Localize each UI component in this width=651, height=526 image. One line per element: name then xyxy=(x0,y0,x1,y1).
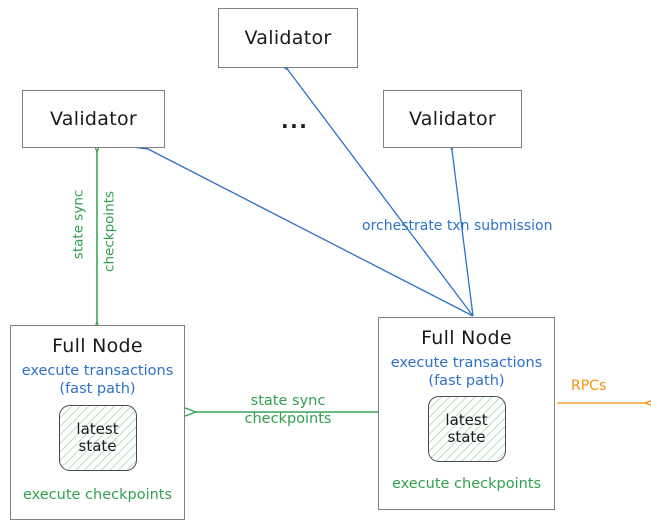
full-node-right-latest-state-line2: state xyxy=(447,428,486,447)
full-node-right-title: Full Node xyxy=(421,327,512,349)
full-node-left-latest-state-line2: state xyxy=(78,437,117,456)
state-sync-vertical-label-line1: state sync xyxy=(70,189,87,260)
full-node-left-title: Full Node xyxy=(52,335,143,357)
full-node-left-fastpath: execute transactions (fast path) xyxy=(22,363,174,398)
state-sync-horizontal-label-line2: checkpoints xyxy=(244,411,332,428)
full-node-left-latest-state-box[interactable]: latest state xyxy=(58,405,137,472)
full-node-right-latest-state-line1: latest xyxy=(445,410,488,429)
validator-top-box[interactable]: Validator xyxy=(218,8,358,68)
state-sync-vertical-label-line2: checkpoints xyxy=(101,190,118,272)
full-node-right-execute-checkpoints: execute checkpoints xyxy=(391,476,542,493)
full-node-right-fastpath-line2: (fast path) xyxy=(428,372,505,389)
full-node-left-latest-state-line1: latest xyxy=(76,419,119,438)
full-node-right-fastpath: execute transactions (fast path) xyxy=(391,355,543,390)
validator-right-box[interactable]: Validator xyxy=(383,90,522,148)
full-node-left-fastpath-line1: execute transactions xyxy=(21,363,174,379)
validators-ellipsis: ... xyxy=(281,109,309,133)
full-node-left-box[interactable]: Full Node execute transactions (fast pat… xyxy=(10,325,185,520)
validator-top-label: Validator xyxy=(244,27,332,49)
validator-right-label: Validator xyxy=(408,108,496,130)
full-node-left-execute-checkpoints: execute checkpoints xyxy=(22,487,173,504)
state-sync-horizontal-label-line1: state sync xyxy=(250,393,326,409)
full-node-right-box[interactable]: Full Node execute transactions (fast pat… xyxy=(378,317,555,510)
state-sync-horizontal-label: state sync checkpoints xyxy=(228,392,348,428)
orchestrate-txn-submission-label: orchestrate txn submission xyxy=(362,218,553,234)
validator-left-box[interactable]: Validator xyxy=(22,90,165,148)
full-node-right-latest-state-box[interactable]: latest state xyxy=(427,396,506,463)
rpcs-label: RPCs xyxy=(571,378,607,394)
full-node-left-fastpath-line2: (fast path) xyxy=(59,380,136,397)
validator-left-label: Validator xyxy=(49,108,137,130)
full-node-right-fastpath-line1: execute transactions xyxy=(390,355,543,371)
